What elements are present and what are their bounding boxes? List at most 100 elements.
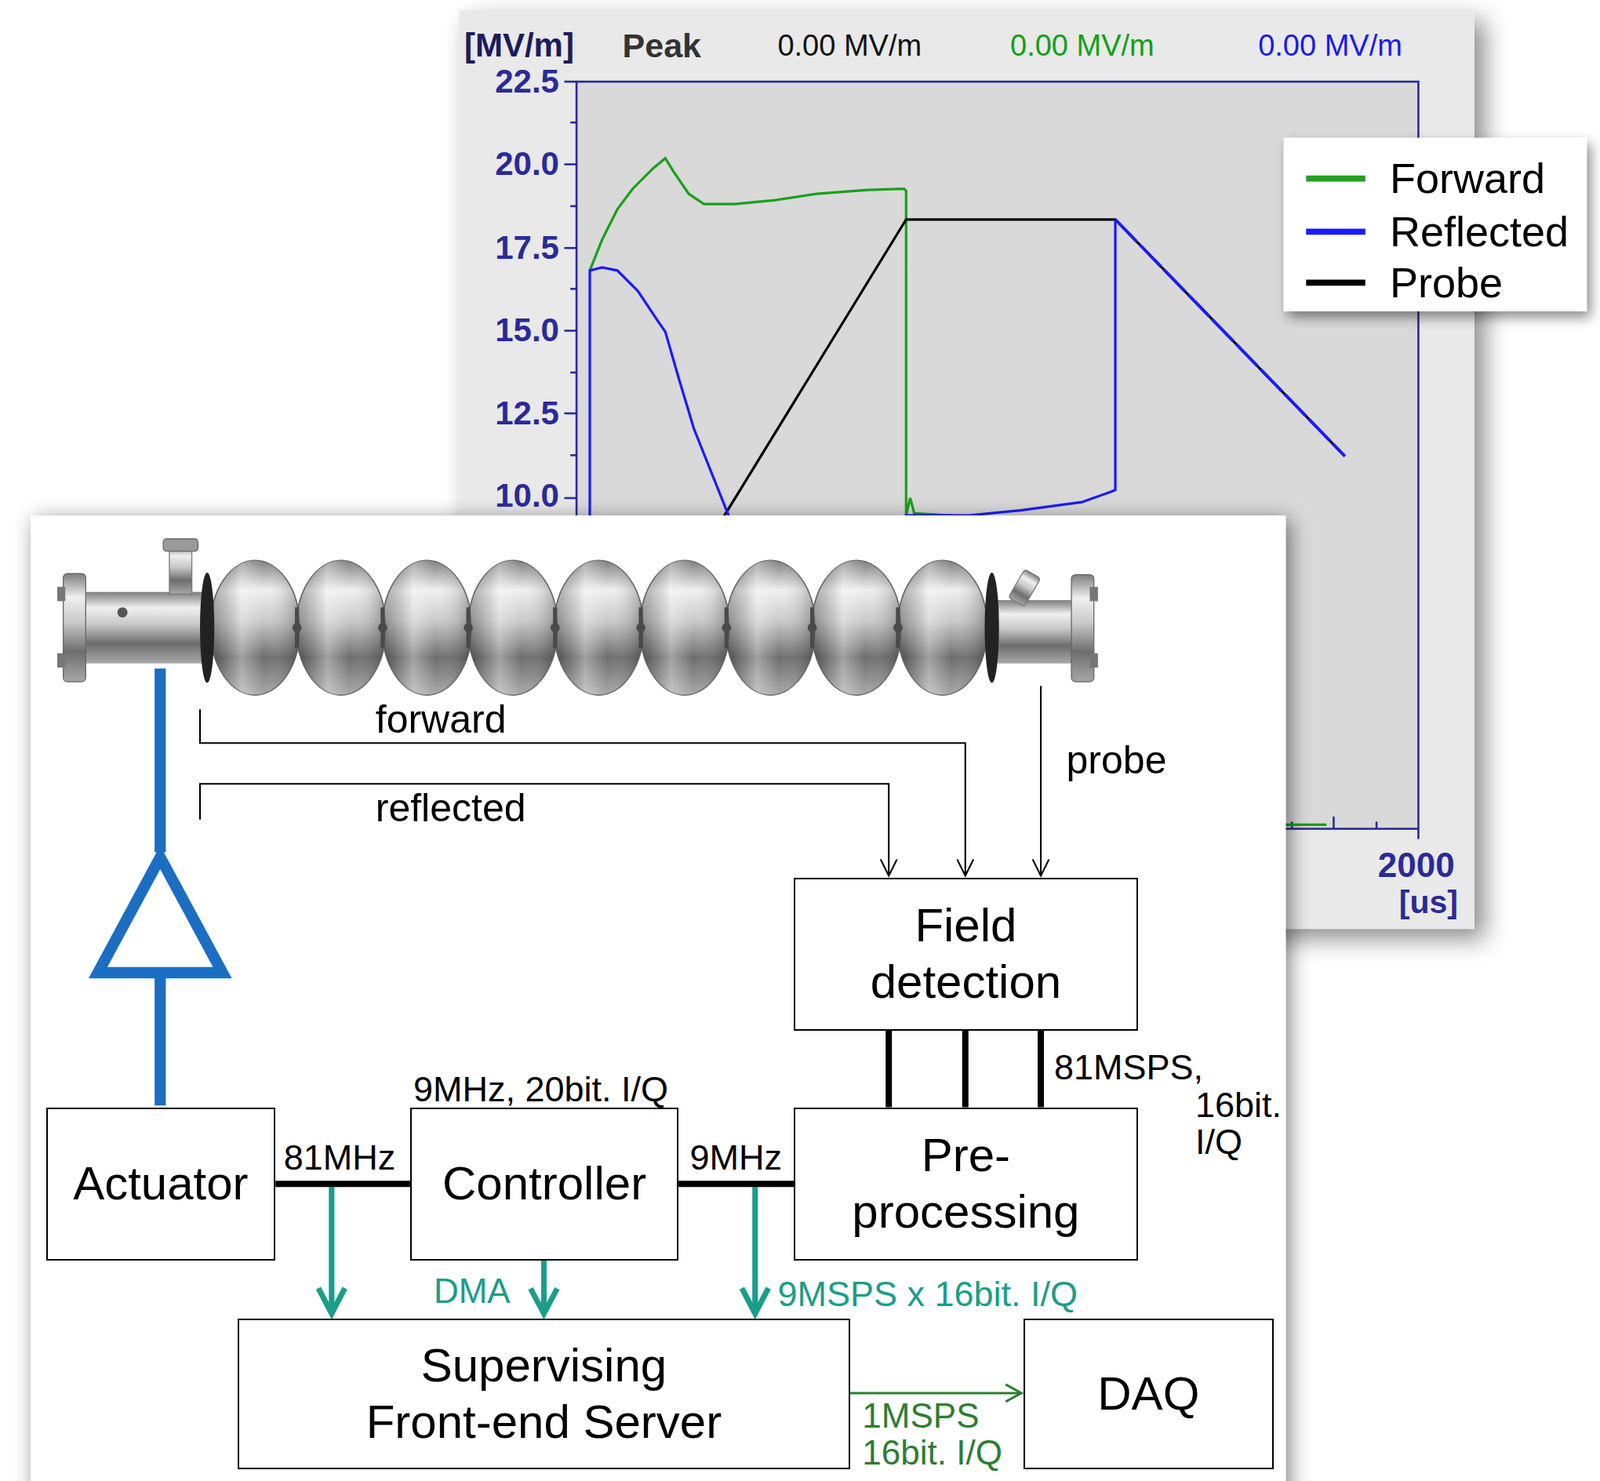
connector-line: [275, 1180, 411, 1187]
tap-arrow: [318, 1287, 346, 1314]
chart-panel: [1332, 816, 1335, 830]
cavity-illustration: [725, 560, 815, 695]
legend-box: [1283, 138, 1587, 312]
tick-label: 15.0: [494, 312, 560, 348]
cavity-illustration: [553, 560, 644, 695]
signal-label: probe: [1066, 739, 1168, 782]
box-label: Controller: [442, 1155, 647, 1212]
legend-box: [1305, 280, 1365, 287]
cavity-illustration: [57, 586, 66, 601]
chart-panel: [563, 412, 577, 415]
connector: [1040, 1030, 1042, 1108]
diagram-panel: [30, 515, 1286, 1481]
cavity-illustration: [897, 560, 987, 695]
axis-unit: [MV/m]: [464, 28, 575, 63]
cavity-illustration: [57, 653, 66, 668]
chart-panel: [1375, 821, 1379, 829]
rf-drive-line: [98, 668, 223, 1106]
cavity-illustration: [210, 560, 300, 695]
tick-label: 10.0: [494, 478, 560, 513]
connector-line: [1037, 1030, 1044, 1108]
tick-label: 17.5: [494, 230, 560, 266]
legend-box: [1305, 228, 1365, 235]
cavity-illustration: [994, 600, 1077, 664]
legend-box: [1283, 138, 1587, 312]
cavity-illustration: [721, 622, 731, 633]
readout-title: Peak: [622, 28, 702, 64]
cavity-illustration: [296, 560, 386, 695]
cavity-illustration: [640, 560, 730, 695]
cavity-illustration: [468, 560, 558, 695]
cavity-illustration: [163, 538, 198, 552]
cavity-illustration: [210, 560, 988, 695]
cavity-illustration: [79, 592, 208, 664]
cavity-illustration: [210, 560, 300, 695]
signal-wire: [200, 685, 1049, 876]
connector-line: [678, 1180, 794, 1187]
process-box: Supervising Front-end Server: [237, 1318, 851, 1470]
chart-panel: [570, 371, 577, 375]
cavity-illustration: [553, 560, 644, 695]
cavity-illustration: [296, 560, 386, 695]
signal-wire: [200, 709, 966, 875]
edge-label: 81MSPS, 16bit. I/Q: [1054, 1048, 1288, 1160]
signal-label: 9MHz, 20bit. I/Q: [413, 1070, 669, 1108]
legend-label: Forward: [1389, 156, 1546, 201]
signal-wire: [200, 783, 889, 875]
process-box: Pre- processing: [793, 1107, 1138, 1261]
connector: [275, 1183, 411, 1185]
edge-label: DMA: [433, 1272, 511, 1310]
box-label: Field detection: [847, 897, 1084, 1011]
cavity-illustration: [117, 607, 128, 618]
edge-label: 1MSPS 16bit. I/Q: [861, 1397, 1018, 1470]
process-box: Controller: [410, 1107, 679, 1261]
connector: [888, 1030, 890, 1108]
chart-panel: [570, 287, 577, 291]
chart-panel: [570, 121, 577, 124]
legend-label: Probe: [1389, 260, 1503, 306]
cavity-illustration: [807, 622, 818, 633]
chart-panel: [563, 163, 577, 166]
cavity-illustration: [1089, 586, 1098, 601]
cavity-illustration: [640, 560, 730, 695]
box-label: Supervising Front-end Server: [355, 1337, 732, 1451]
signal-wire: [1040, 685, 1042, 875]
cavity-illustration: [811, 560, 902, 695]
connector: [678, 1183, 794, 1185]
process-box: Field detection: [793, 877, 1138, 1031]
signal-wire: [880, 859, 898, 877]
cavity-illustration: [381, 560, 472, 695]
cavity-illustration: [897, 560, 987, 695]
cavity-illustration: [210, 560, 988, 695]
signal-wire: [1032, 859, 1050, 877]
signal-label: reflected: [375, 787, 527, 830]
cavity-illustration: [63, 573, 87, 682]
cavity-illustration: [984, 572, 999, 684]
cavity-illustration: [378, 622, 388, 633]
cavity-illustration: [550, 622, 560, 633]
cavity-illustration: [468, 560, 558, 695]
cavity-illustration: [725, 560, 815, 695]
readout-value: 0.00 MV/m: [777, 30, 922, 62]
cavity-illustration: [1008, 569, 1041, 608]
signal-label: 9MSPS x 16bit. I/Q: [777, 1275, 1078, 1313]
tap-arrow: [741, 1287, 769, 1314]
process-box: DAQ: [1023, 1318, 1274, 1470]
tick-label: 22.5: [494, 64, 560, 99]
readout-value: 0.00 MV/m: [1258, 30, 1403, 62]
connector-line: [885, 1030, 892, 1108]
connector: [530, 1260, 557, 1314]
process-box: Actuator: [46, 1107, 277, 1261]
axis-unit: [us]: [1399, 885, 1459, 920]
signal-label: forward: [375, 698, 507, 741]
legend-box: [1305, 175, 1365, 182]
cavity-illustration: [169, 545, 193, 594]
connector: [964, 1030, 966, 1108]
cavity-illustration: [1089, 653, 1098, 668]
edge-label: 9MHz: [689, 1138, 782, 1176]
box-label: Actuator: [72, 1155, 248, 1212]
rf-drive-line: [98, 857, 223, 973]
cavity-illustration: [381, 560, 472, 695]
connector-line: [962, 1030, 969, 1108]
